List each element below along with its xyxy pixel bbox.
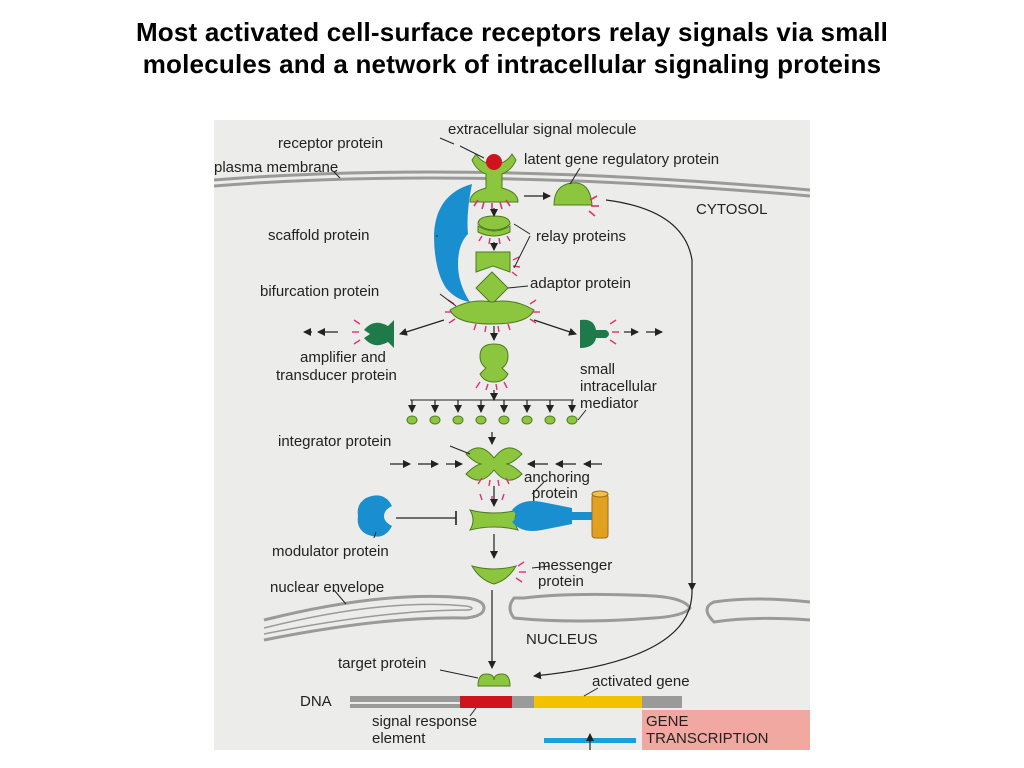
label-signal-response-line1: signal response <box>372 713 477 730</box>
label-amplifier-line2: transducer protein <box>276 367 397 384</box>
scaffold-protein-shape <box>434 184 472 302</box>
label-scaffold-protein: scaffold protein <box>268 227 369 244</box>
dark-green-protein-right <box>580 319 609 348</box>
diagram-panel: extracellular signal molecule receptor p… <box>214 120 810 750</box>
label-messenger-line1: messenger <box>538 557 612 574</box>
label-leaders <box>333 137 599 717</box>
signal-arrows <box>303 192 696 750</box>
label-target-protein: target protein <box>338 655 426 672</box>
relay-protein-1 <box>477 215 511 231</box>
receptor-activation-marks <box>473 199 511 210</box>
target-protein-shape <box>477 673 511 687</box>
nuclear-envelope <box>263 592 810 642</box>
label-signal-response-line2: element <box>372 730 426 747</box>
label-dna: DNA <box>300 693 332 710</box>
gene-transcription-box <box>642 710 810 750</box>
anchor-cylinder <box>591 493 609 539</box>
anchoring-protein-shape <box>512 501 572 531</box>
label-adaptor-protein: adaptor protein <box>530 275 631 292</box>
label-receptor-protein: receptor protein <box>278 135 383 152</box>
label-small-mediator-line1: small <box>580 361 615 378</box>
adaptor-protein-shape <box>475 271 509 305</box>
label-amplifier-line1: amplifier and <box>300 349 386 366</box>
label-cytosol: CYTOSOL <box>696 201 767 218</box>
title-line-2: molecules and a network of intracellular… <box>142 49 882 79</box>
messenger-protein-shape <box>470 565 518 585</box>
label-nuclear-envelope: nuclear envelope <box>270 579 384 596</box>
dna-strand <box>350 696 682 708</box>
label-gene-transcription-line2: TRANSCRIPTION <box>646 730 769 747</box>
dark-green-protein-left <box>364 320 394 348</box>
label-plasma-membrane: plasma membrane <box>214 159 338 176</box>
small-intracellular-mediators <box>406 399 578 425</box>
label-messenger-line2: protein <box>538 573 584 590</box>
amplifier-transducer-protein-shape <box>479 343 509 383</box>
label-relay-proteins: relay proteins <box>536 228 626 245</box>
extracellular-signal-molecule <box>486 154 502 170</box>
label-small-mediator-line2: intracellular <box>580 378 657 395</box>
label-integrator-protein: integrator protein <box>278 433 391 450</box>
modulated-protein-shape <box>468 509 520 531</box>
integrator-protein-shape <box>465 447 523 481</box>
label-bifurcation-protein: bifurcation protein <box>260 283 379 300</box>
label-modulator-protein: modulator protein <box>272 543 389 560</box>
slide-title: Most activated cell-surface receptors re… <box>0 16 1024 80</box>
bifurcation-protein-shape <box>449 300 535 325</box>
modulator-protein-shape <box>357 495 392 537</box>
label-anchoring-line1: anchoring <box>524 469 590 486</box>
relay-protein-2 <box>475 251 511 273</box>
label-extracellular-signal-molecule: extracellular signal molecule <box>448 121 636 138</box>
label-gene-transcription-line1: GENE <box>646 713 689 730</box>
label-nucleus: NUCLEUS <box>526 631 598 648</box>
latent-gene-regulatory-protein-shape <box>553 182 593 206</box>
label-activated-gene: activated gene <box>592 673 690 690</box>
label-anchoring-line2: protein <box>532 485 578 502</box>
label-small-mediator-line3: mediator <box>580 395 638 412</box>
title-line-1: Most activated cell-surface receptors re… <box>135 17 889 47</box>
label-latent-gene-regulatory-protein: latent gene regulatory protein <box>524 151 719 168</box>
